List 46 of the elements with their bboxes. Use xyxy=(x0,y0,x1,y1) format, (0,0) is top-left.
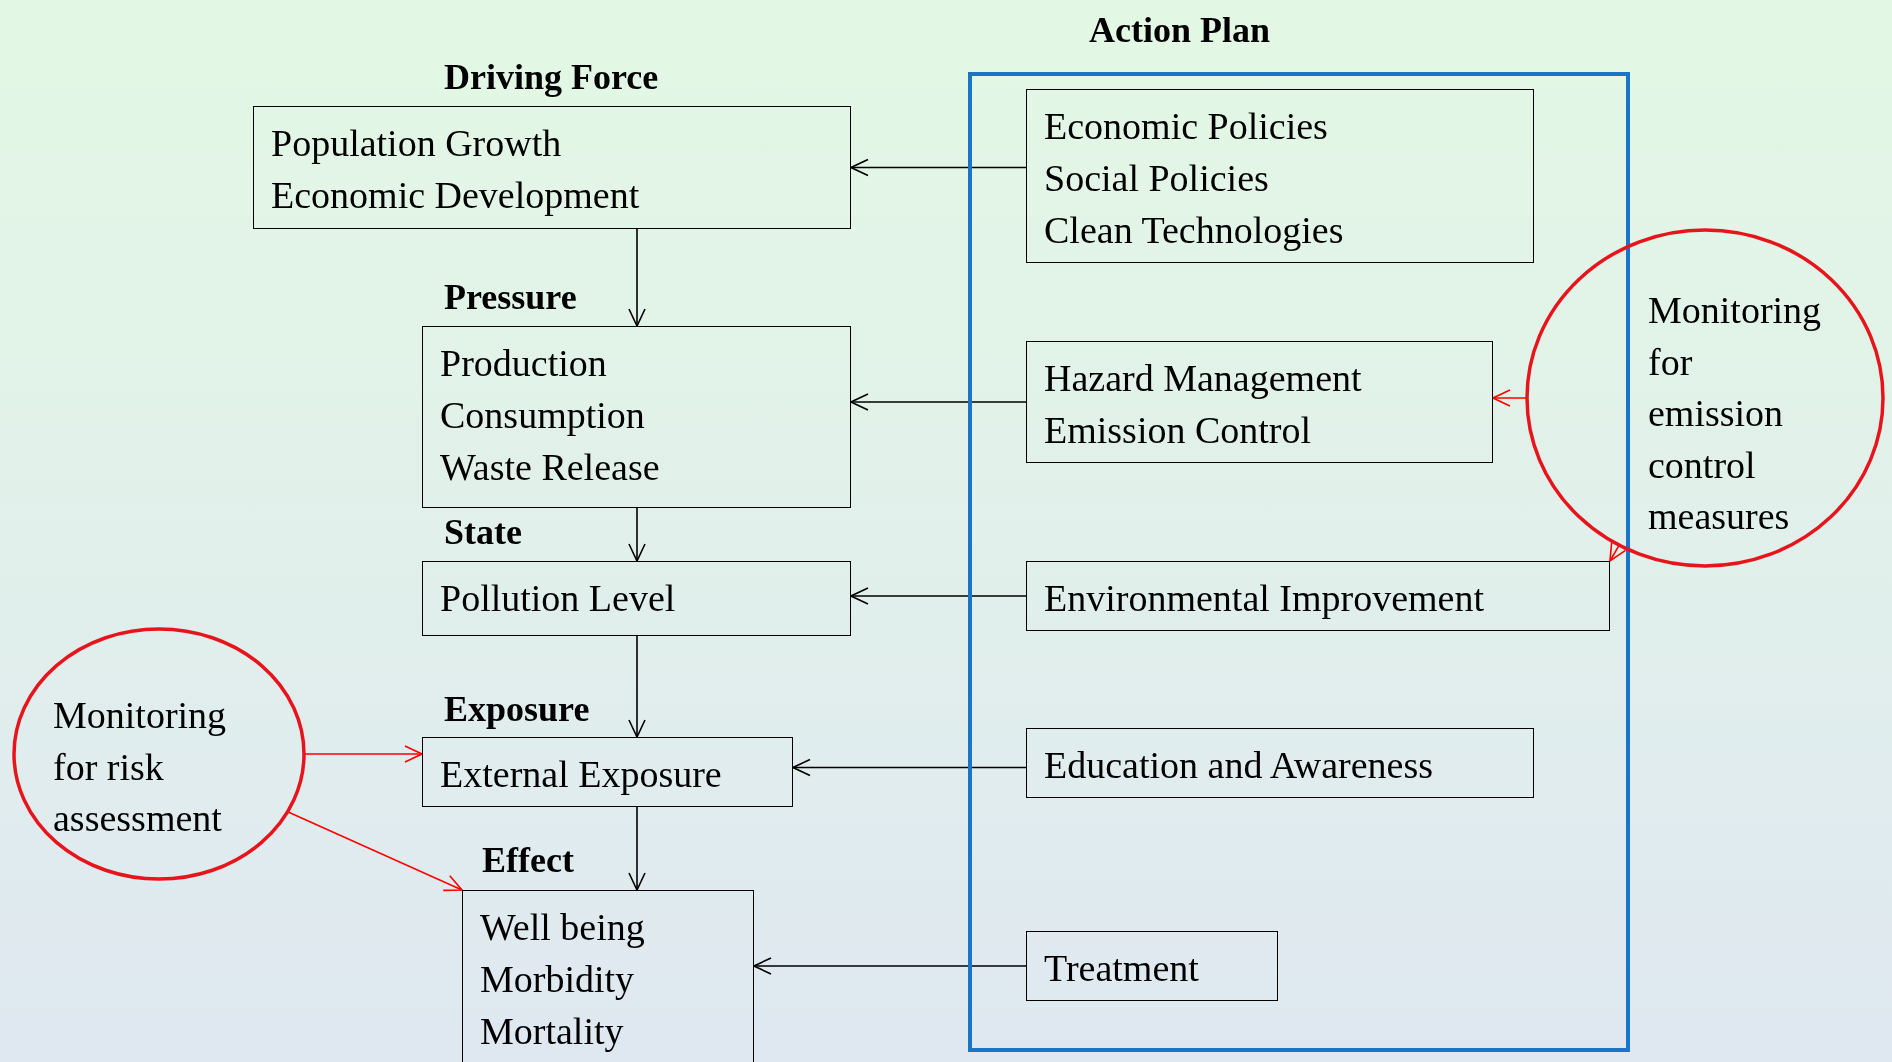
arrow xyxy=(753,957,1027,975)
process-box xyxy=(1026,728,1534,798)
arrow xyxy=(628,507,646,562)
process-box xyxy=(1026,931,1278,1001)
section-heading: Exposure xyxy=(444,688,590,731)
box-text: Clean Technologies xyxy=(1043,208,1345,253)
section-heading: Pressure xyxy=(444,276,577,319)
arrow xyxy=(850,158,1027,177)
box-text: Economic Policies xyxy=(1043,104,1329,149)
section-heading: Action Plan xyxy=(1089,9,1270,52)
arrow xyxy=(850,393,1027,411)
box-text: Pollution Level xyxy=(439,576,677,621)
box-text: Education and Awareness xyxy=(1043,743,1435,788)
box-text: Economic Development xyxy=(270,173,641,218)
box-text: Morbidity xyxy=(479,957,636,1002)
box-text: Social Policies xyxy=(1043,156,1270,201)
monitoring-note: Monitoring for emission control measures xyxy=(1648,288,1823,539)
section-heading: Effect xyxy=(482,839,574,882)
box-text: Hazard Management xyxy=(1043,356,1363,401)
box-text: Well being xyxy=(479,905,646,950)
section-heading: Driving Force xyxy=(444,56,659,99)
box-text: Treatment xyxy=(1043,946,1200,991)
section-heading: State xyxy=(444,511,522,554)
box-text: Production xyxy=(439,341,608,386)
process-box xyxy=(1026,561,1610,631)
box-text: Consumption xyxy=(439,393,646,438)
arrow xyxy=(850,587,1027,605)
box-text: Mortality xyxy=(479,1009,625,1054)
box-text: Environmental Improvement xyxy=(1043,576,1486,621)
monitoring-note: Monitoring for risk assessment xyxy=(53,693,228,841)
box-text: Emission Control xyxy=(1043,408,1313,453)
process-box xyxy=(1026,89,1534,263)
process-box xyxy=(1026,341,1493,463)
arrow xyxy=(628,635,646,738)
arrow xyxy=(286,810,463,892)
arrow xyxy=(792,758,1027,777)
box-text: Waste Release xyxy=(439,445,661,490)
monitoring-ellipse xyxy=(1525,228,1885,568)
arrow xyxy=(628,806,646,891)
arrow xyxy=(303,745,423,763)
arrow xyxy=(1609,541,1627,562)
arrow xyxy=(628,228,646,327)
box-text: External Exposure xyxy=(439,752,723,797)
monitoring-ellipse xyxy=(12,627,306,881)
arrow xyxy=(1492,389,1528,407)
box-text: Population Growth xyxy=(270,121,563,166)
